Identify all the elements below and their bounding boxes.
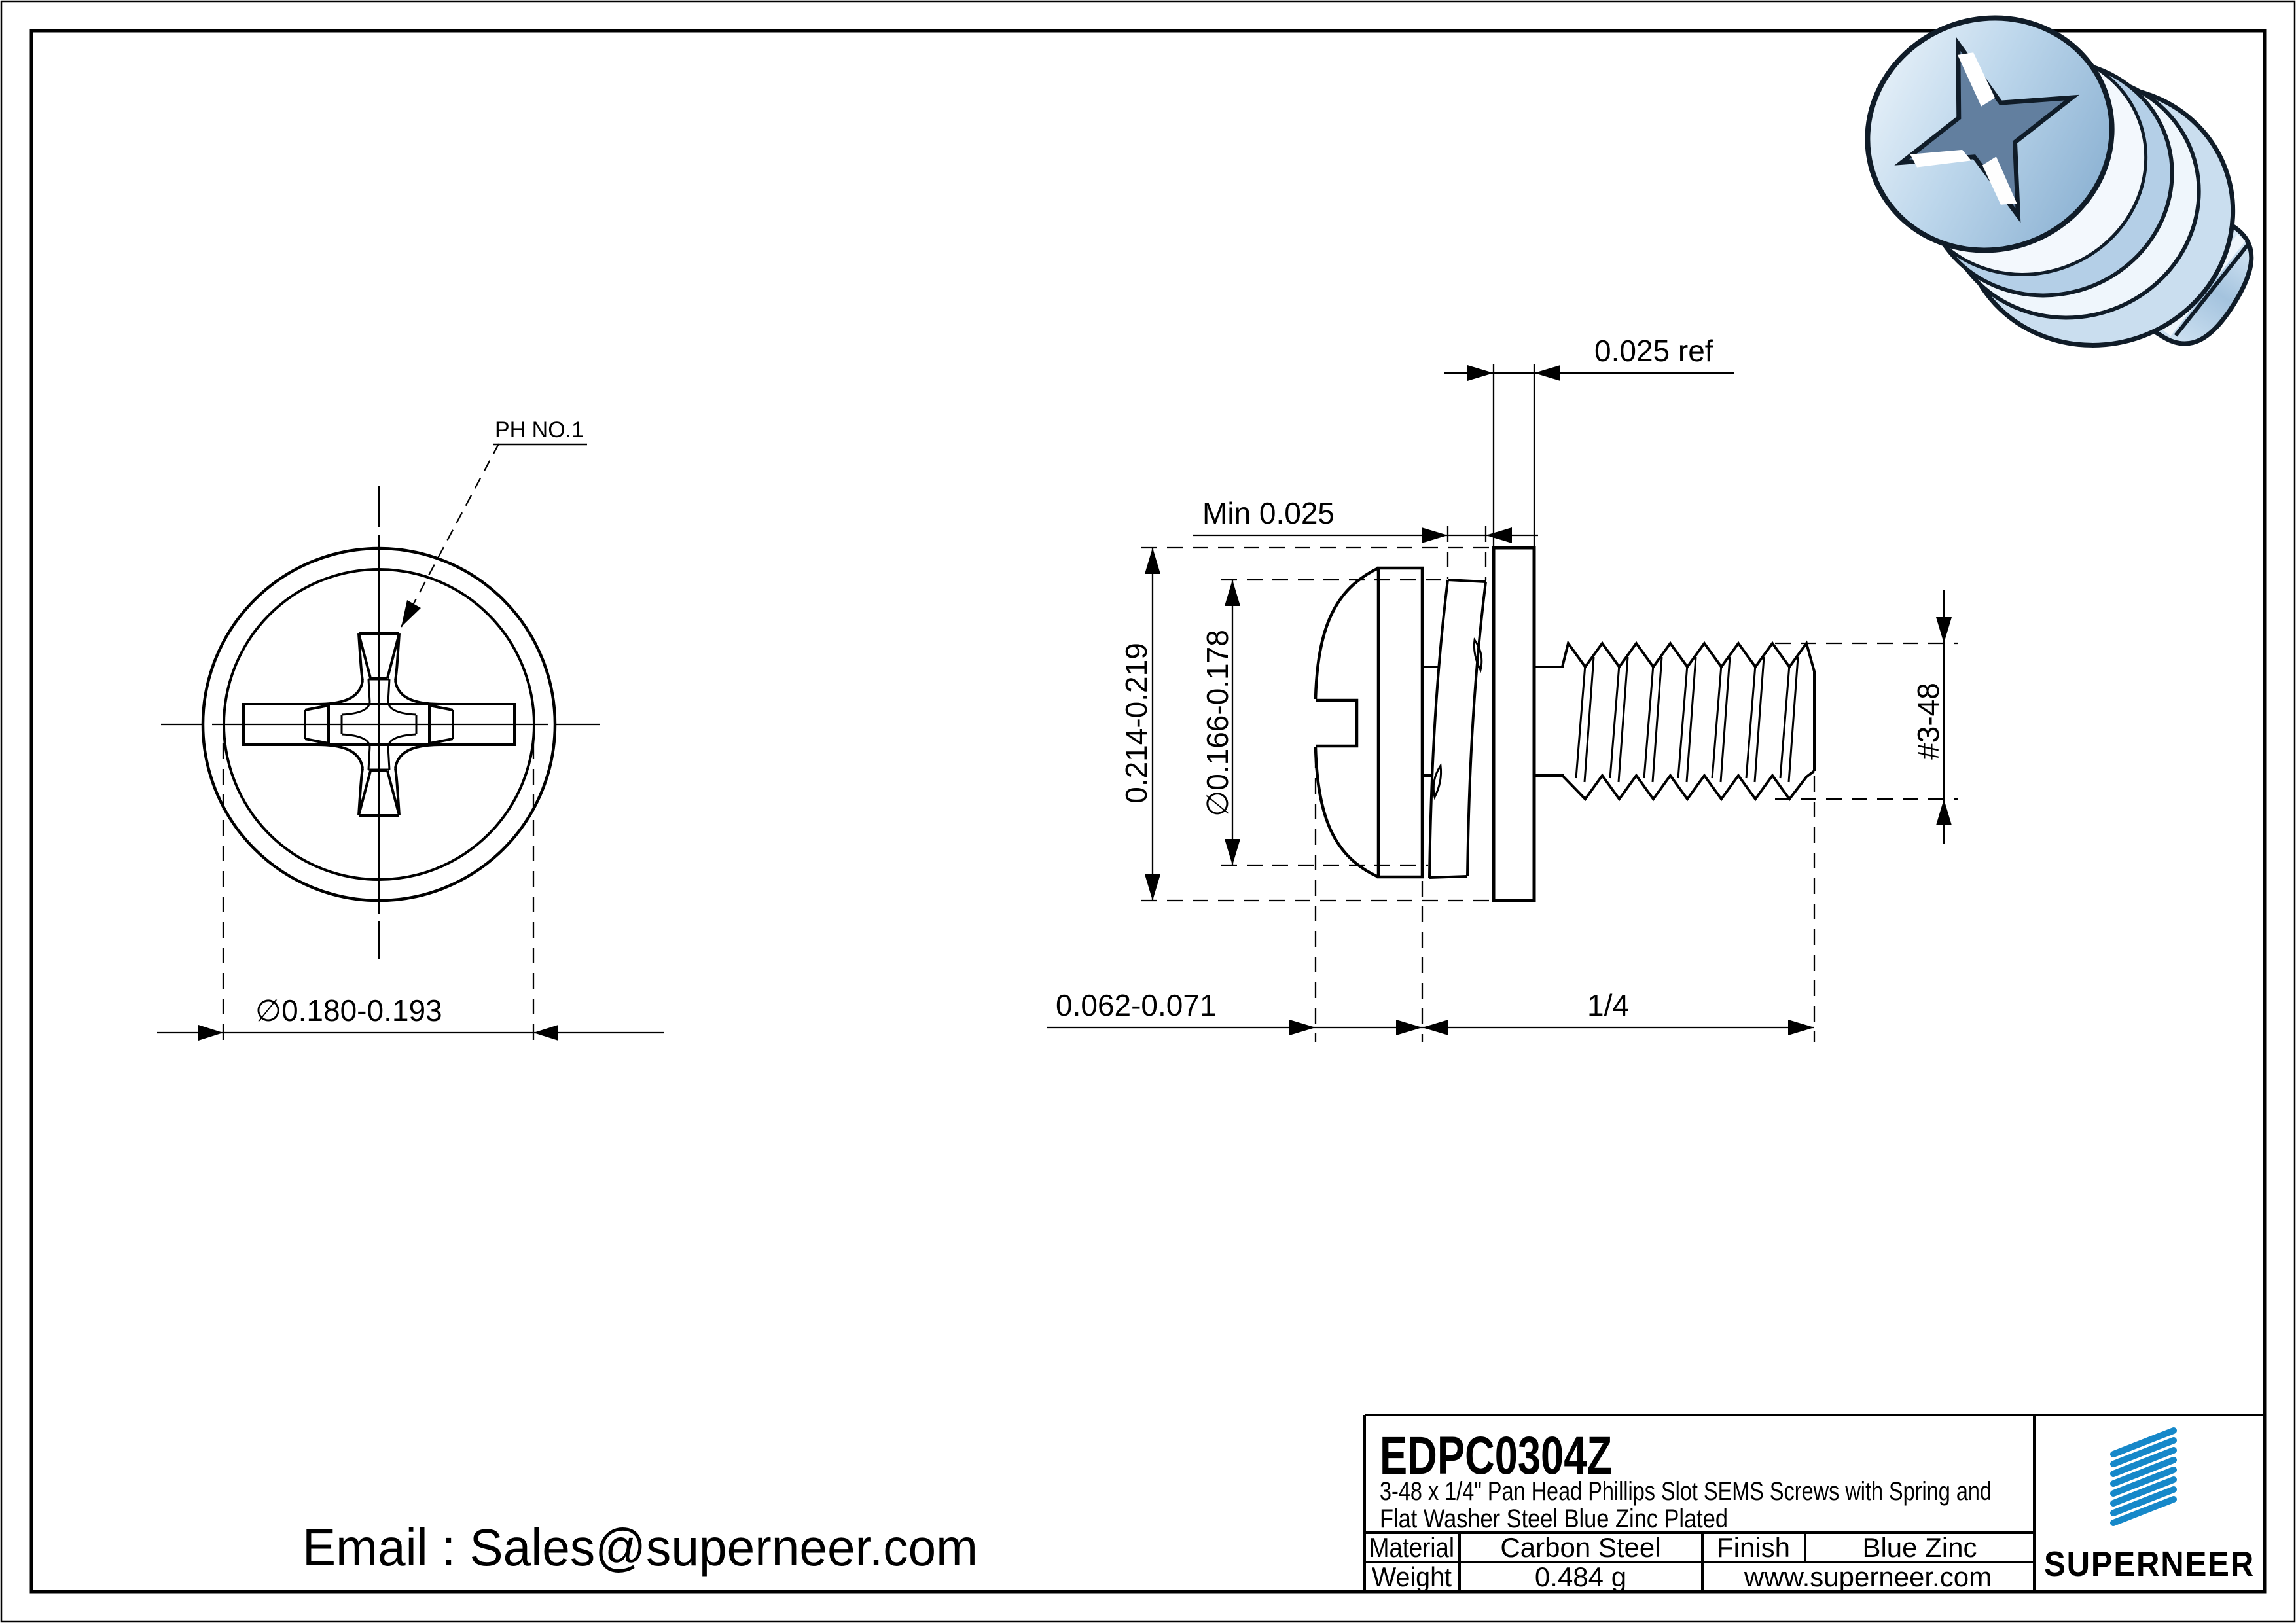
spring-washer-od-value: ∅0.166-0.178 [1200,630,1234,817]
leader-arrowhead [401,600,421,627]
title-block-lines [1363,1414,2265,1592]
title-block: EDPC0304Z 3-48 x 1/4" Pan Head Phillips … [1363,1414,2265,1592]
head-diameter-value: ∅0.180-0.193 [255,993,442,1027]
front-view: PH NO.1 ∅0.180-0.193 [157,418,664,1044]
material-value: Carbon Steel [1500,1532,1660,1563]
pan-head [1314,566,1424,879]
description-line2: Flat Washer Steel Blue Zinc Plated [1380,1505,1728,1533]
dim-head-height-and-length: 0.062-0.071 1/4 [1047,753,1816,1042]
finish-value: Blue Zinc [1862,1532,1977,1563]
dim-flat-washer-thickness: 0.025 ref [1444,334,1734,546]
side-view: 0.214-0.219 ∅0.166-0.178 0.025 ref Min 0… [1047,334,1958,1042]
weight-value: 0.484 g [1535,1561,1626,1592]
flat-washer [1492,546,1536,902]
spring-washer-thickness-value: Min 0.025 [1202,496,1335,530]
callout-recess: PH NO.1 [400,418,587,628]
flat-washer-thickness-value: 0.025 ref [1594,334,1713,368]
render-3d-screw [1865,15,2254,348]
contact-email: Email : Sales@superneer.com [302,1518,978,1577]
website-link: www.superneer.com [1744,1561,1992,1592]
sheet-inner-border [29,29,2267,1594]
flat-washer-od-value: 0.214-0.219 [1119,643,1153,804]
leader-line [400,443,500,628]
render-phillips-recess [1894,36,2079,223]
finish-label: Finish [1717,1532,1790,1563]
threads [1561,640,1816,802]
head-height-value: 0.062-0.071 [1056,988,1217,1022]
phillips-cross-floor [340,678,418,771]
dim-flat-washer-od: 0.214-0.219 [1119,546,1492,902]
weight-label: Weight [1372,1561,1452,1592]
shank [1422,666,1564,777]
part-number: EDPC0304Z [1380,1426,1612,1486]
spring-washer [1428,579,1487,879]
dim-spring-washer-od: ∅0.166-0.178 [1200,579,1446,866]
brand-name: SUPERNEER [2044,1544,2255,1584]
description-line1: 3-48 x 1/4" Pan Head Phillips Slot SEMS … [1380,1477,1992,1506]
thread-length-value: 1/4 [1587,988,1629,1022]
superneer-logo-icon [2110,1427,2177,1526]
thread-size-value: #3-48 [1911,683,1945,760]
material-label: Material [1369,1532,1454,1563]
phillips-cross [304,632,454,817]
dim-spring-washer-thickness: Min 0.025 [1193,496,1538,580]
dim-head-diameter: ∅0.180-0.193 [157,743,664,1044]
recess-label: PH NO.1 [495,418,584,442]
dim-thread-size: #3-48 [1775,590,1958,844]
